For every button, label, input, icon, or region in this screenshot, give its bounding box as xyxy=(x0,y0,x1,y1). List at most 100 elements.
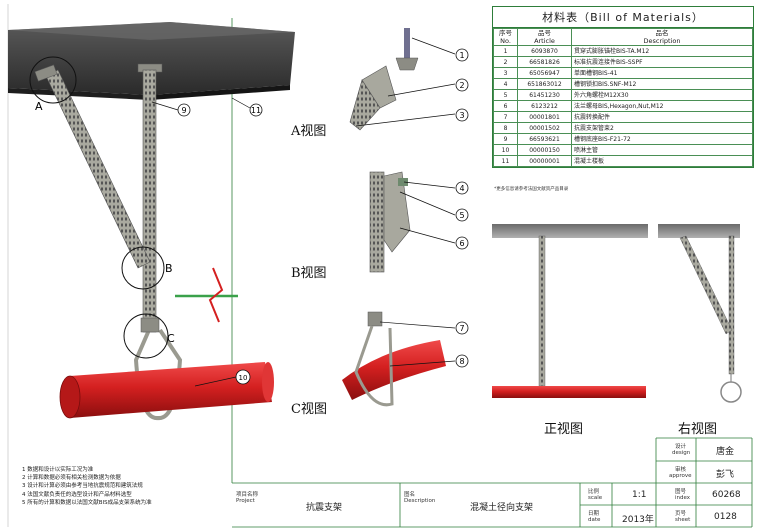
tb-scale-value: 1:1 xyxy=(632,490,647,500)
bom-cell-no: 11 xyxy=(493,155,518,167)
tb-project-value: 抗震支架 xyxy=(306,503,343,513)
callout-6: 6 xyxy=(459,239,464,248)
view-label-front: 正视图 xyxy=(544,422,584,437)
bom-cell-article: 66581826 xyxy=(517,56,572,68)
design-notes: 1 数据和设计以实际工况为准 2 计算和数据必须有相关检测数据为依据 3 设计和… xyxy=(22,466,152,507)
bom-cell-article: 6093870 xyxy=(517,45,572,57)
bom-cell-no: 9 xyxy=(493,133,518,145)
bom-cell-no: 5 xyxy=(493,89,518,101)
axis-indicator xyxy=(175,267,238,323)
tb-date-value: 2013年 xyxy=(622,515,654,525)
tb-project-cn: 项目名称 xyxy=(236,492,259,498)
bom-cell-article: 00000001 xyxy=(517,155,572,167)
bom-cell-no: 10 xyxy=(493,144,518,156)
bom-cell-desc: 外六角螺栓M12X30 xyxy=(571,89,753,101)
bom-cell-article: 651863012 xyxy=(517,78,572,90)
bom-cell-no: 7 xyxy=(493,111,518,123)
bom-cell-no: 6 xyxy=(493,100,518,112)
bom-cell-article: 00001502 xyxy=(517,122,572,134)
detail-label-a: A xyxy=(35,100,43,113)
view-label-b: B视图 xyxy=(291,266,327,281)
b-view-detail xyxy=(369,171,411,273)
bom-note: *更多信息请参考法国文献资产品目录 xyxy=(494,187,569,192)
title-block-grid xyxy=(232,437,753,528)
bom-cell-desc: 槽钢锁扣BIS.SNF-M12 xyxy=(571,78,753,90)
view-label-right: 右视图 xyxy=(678,422,718,437)
c-view-detail xyxy=(342,311,446,407)
callout-8: 8 xyxy=(459,357,464,366)
note-item: 1 数据和设计以实际工况为准 xyxy=(22,467,94,473)
tb-date-en: date xyxy=(588,517,601,523)
detail-label-c: C xyxy=(167,332,175,345)
callout-4: 4 xyxy=(459,184,464,193)
note-item: 4 法国文献负责任的选型设计和产品材料选型 xyxy=(22,491,132,498)
callout-7: 7 xyxy=(459,324,464,333)
bom-header-desc-cn: 品名 xyxy=(655,29,669,38)
callout-5: 5 xyxy=(459,211,464,220)
bom-cell-article: 61451230 xyxy=(517,89,572,101)
tb-approve-cn: 审核 xyxy=(675,467,687,473)
bom-cell-no: 4 xyxy=(493,78,518,90)
sprinkler-pipe xyxy=(59,362,274,419)
bom-cell-article: 6123212 xyxy=(517,100,572,112)
bom-cell-no: 8 xyxy=(493,122,518,134)
tb-approve-value: 彭飞 xyxy=(716,470,735,480)
bom-title: 材料表（Bill of Materials） xyxy=(493,7,753,28)
bom-cell-desc: 抗震转换配件 xyxy=(571,111,753,123)
bom-cell-desc: 法兰螺母BIS,Hexagon,Nut,M12 xyxy=(571,100,753,112)
tb-desc-value: 混凝土径向支架 xyxy=(470,503,534,513)
bom-cell-article: 66593621 xyxy=(517,133,572,145)
tb-approve-en: approve xyxy=(669,473,692,479)
bom-cell-article: 00000150 xyxy=(517,144,572,156)
bom-cell-desc: 贯穿式膨胀锚栓BIS-TA.M12 xyxy=(571,45,753,57)
tb-index-cn: 图号 xyxy=(675,489,687,495)
note-item: 3 设计和计算必须由参考当地抗震规范和建筑法规 xyxy=(22,483,143,490)
bom-cell-desc: 单面槽钢BIS-41 xyxy=(571,67,753,79)
right-view xyxy=(658,224,742,403)
tb-sheet-en: sheet xyxy=(675,517,691,523)
bom-header-seq-en: No. xyxy=(500,37,511,45)
tb-desc-cn: 图名 xyxy=(404,492,416,498)
tb-project-en: Project xyxy=(236,498,255,504)
bom-cell-no: 3 xyxy=(493,67,518,79)
tb-index-en: index xyxy=(675,495,691,501)
tb-design-cn: 设计 xyxy=(675,444,687,450)
tb-index-value: 60268 xyxy=(712,490,741,500)
detail-circle-a xyxy=(29,56,77,104)
view-label-c: C视图 xyxy=(291,402,327,417)
detail-label-b: B xyxy=(165,262,173,275)
callout-1: 1 xyxy=(459,51,464,60)
tb-design-en: design xyxy=(672,450,691,456)
bom-cell-desc: 混凝土楼板 xyxy=(571,155,753,167)
bom-cell-article: 00001801 xyxy=(517,111,572,123)
bom-cell-article: 65056947 xyxy=(517,67,572,79)
bom-cell-no: 1 xyxy=(493,45,518,57)
tb-date-cn: 日期 xyxy=(588,511,600,517)
view-label-a: A视图 xyxy=(291,124,327,139)
diagonal-brace xyxy=(34,64,151,269)
tb-design-value: 唐金 xyxy=(716,447,735,457)
callout-3: 3 xyxy=(459,111,464,120)
callout-9: 9 xyxy=(181,106,186,115)
concrete-slab xyxy=(8,22,295,100)
callout-10: 10 xyxy=(239,374,248,382)
callout-11: 11 xyxy=(251,106,261,115)
a-view-detail xyxy=(349,28,419,131)
bom-header-desc-en: Description xyxy=(643,37,681,45)
bom-cell-desc: 标准抗震连接件BIS-SSPF xyxy=(571,56,753,68)
front-view xyxy=(492,224,648,398)
tb-sheet-cn: 页号 xyxy=(675,511,687,517)
bom-header-article-en: Article xyxy=(534,37,555,45)
